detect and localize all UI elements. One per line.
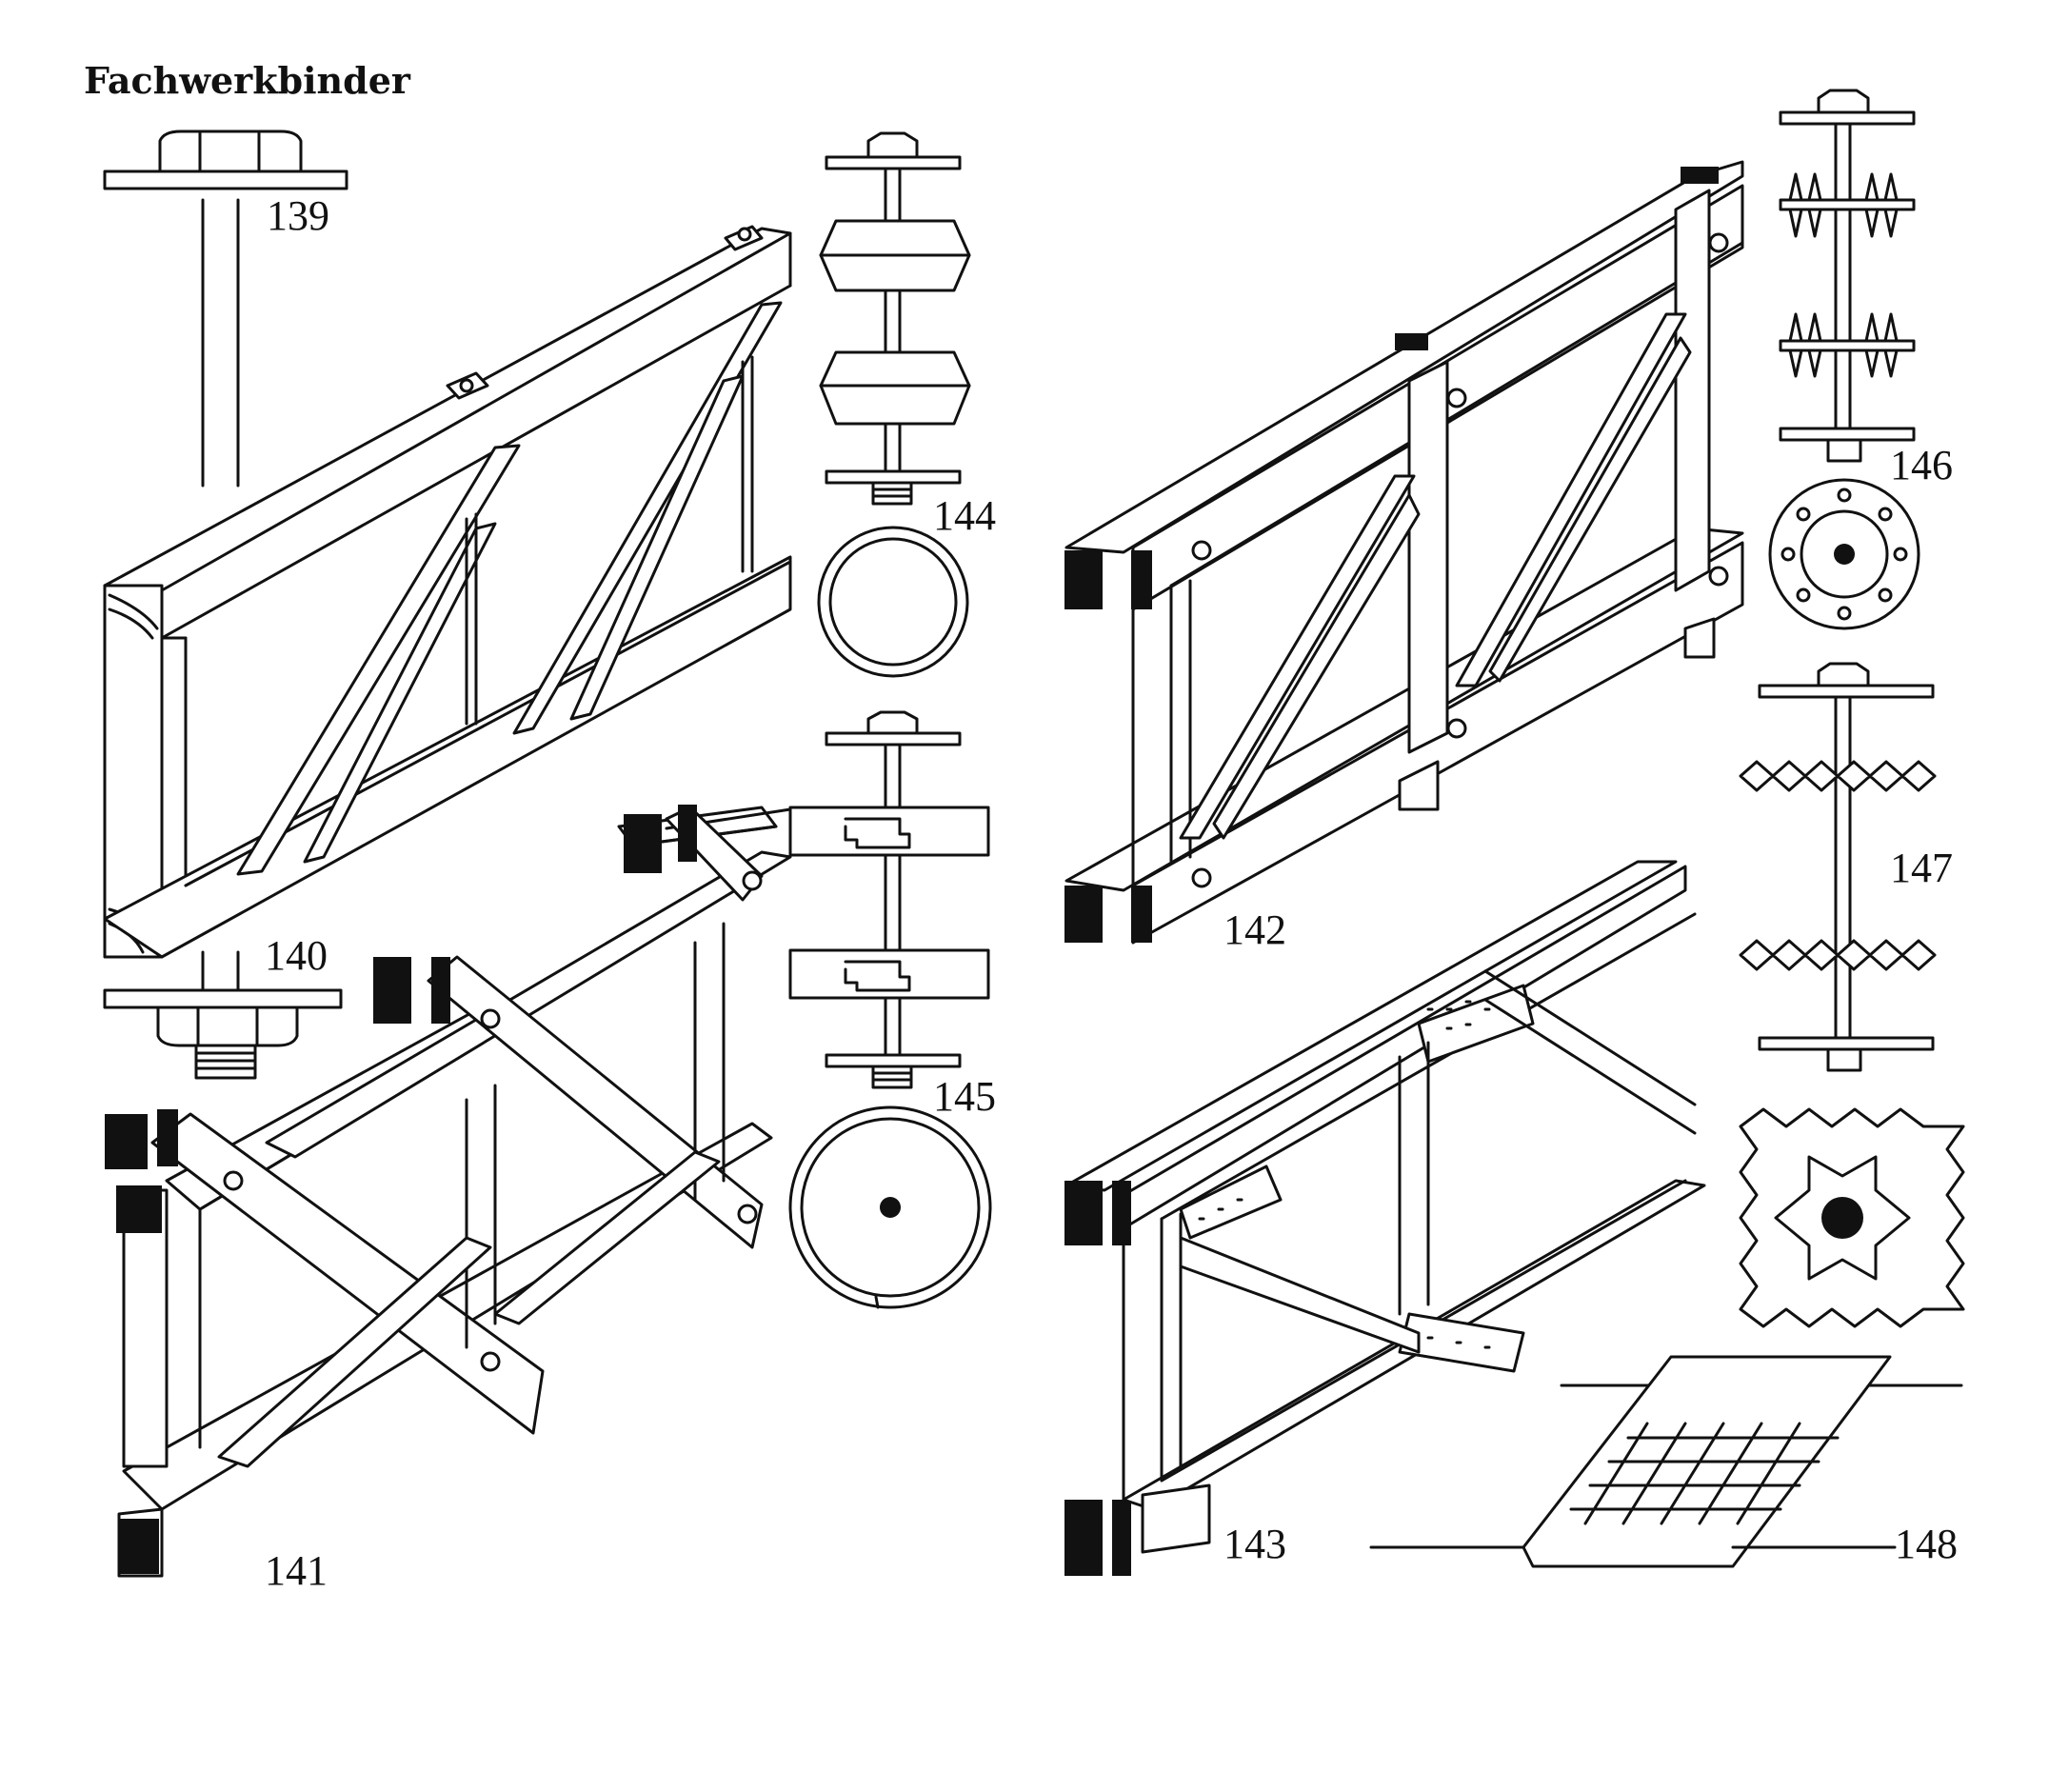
figure-number-147: 147	[1890, 845, 1953, 891]
figure-number-142: 142	[1223, 906, 1286, 953]
truss-143-drawing	[1064, 860, 1706, 1576]
figure-number-140: 140	[265, 932, 328, 979]
truss-140-drawing	[103, 225, 792, 959]
bolt-139-140-drawing	[103, 129, 348, 1080]
truss-141-drawing	[105, 805, 792, 1578]
connector-147-drawing	[1739, 662, 1965, 1328]
figure-number-145: 145	[933, 1073, 996, 1120]
connector-145-drawing	[788, 710, 992, 1309]
figure-number-146: 146	[1890, 442, 1953, 488]
connector-146-drawing	[1768, 89, 1920, 630]
figure-number-148: 148	[1895, 1521, 1958, 1567]
connector-144-drawing	[817, 131, 971, 678]
truss-142-drawing	[1064, 160, 1744, 945]
figure-number-144: 144	[933, 492, 996, 539]
nailplate-148-drawing	[1369, 1355, 1963, 1568]
figure-number-139: 139	[267, 192, 329, 239]
figure-number-143: 143	[1223, 1521, 1286, 1567]
page-title: Fachwerkbinder	[84, 59, 410, 102]
figure-number-141: 141	[265, 1547, 328, 1594]
